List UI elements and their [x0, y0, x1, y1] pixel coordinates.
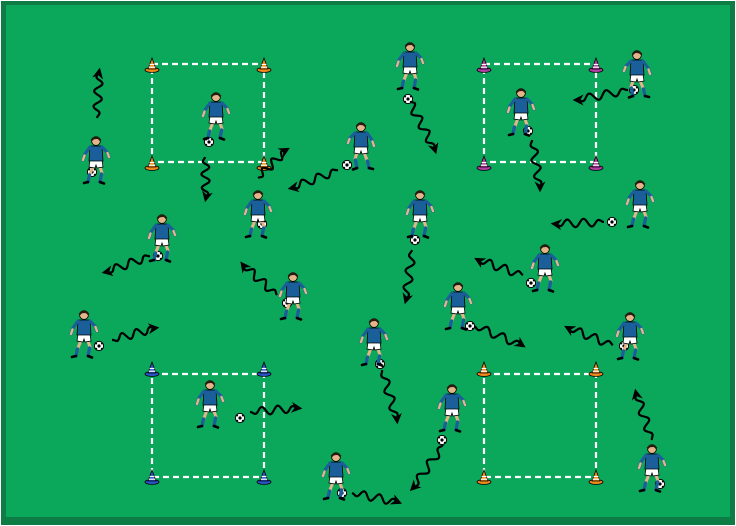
ball — [403, 94, 412, 103]
ball — [94, 341, 103, 350]
ball — [342, 160, 351, 169]
ball — [607, 217, 616, 226]
ball — [526, 278, 535, 287]
ball — [437, 435, 446, 444]
pitch-surface — [6, 5, 730, 517]
ball — [235, 413, 244, 422]
